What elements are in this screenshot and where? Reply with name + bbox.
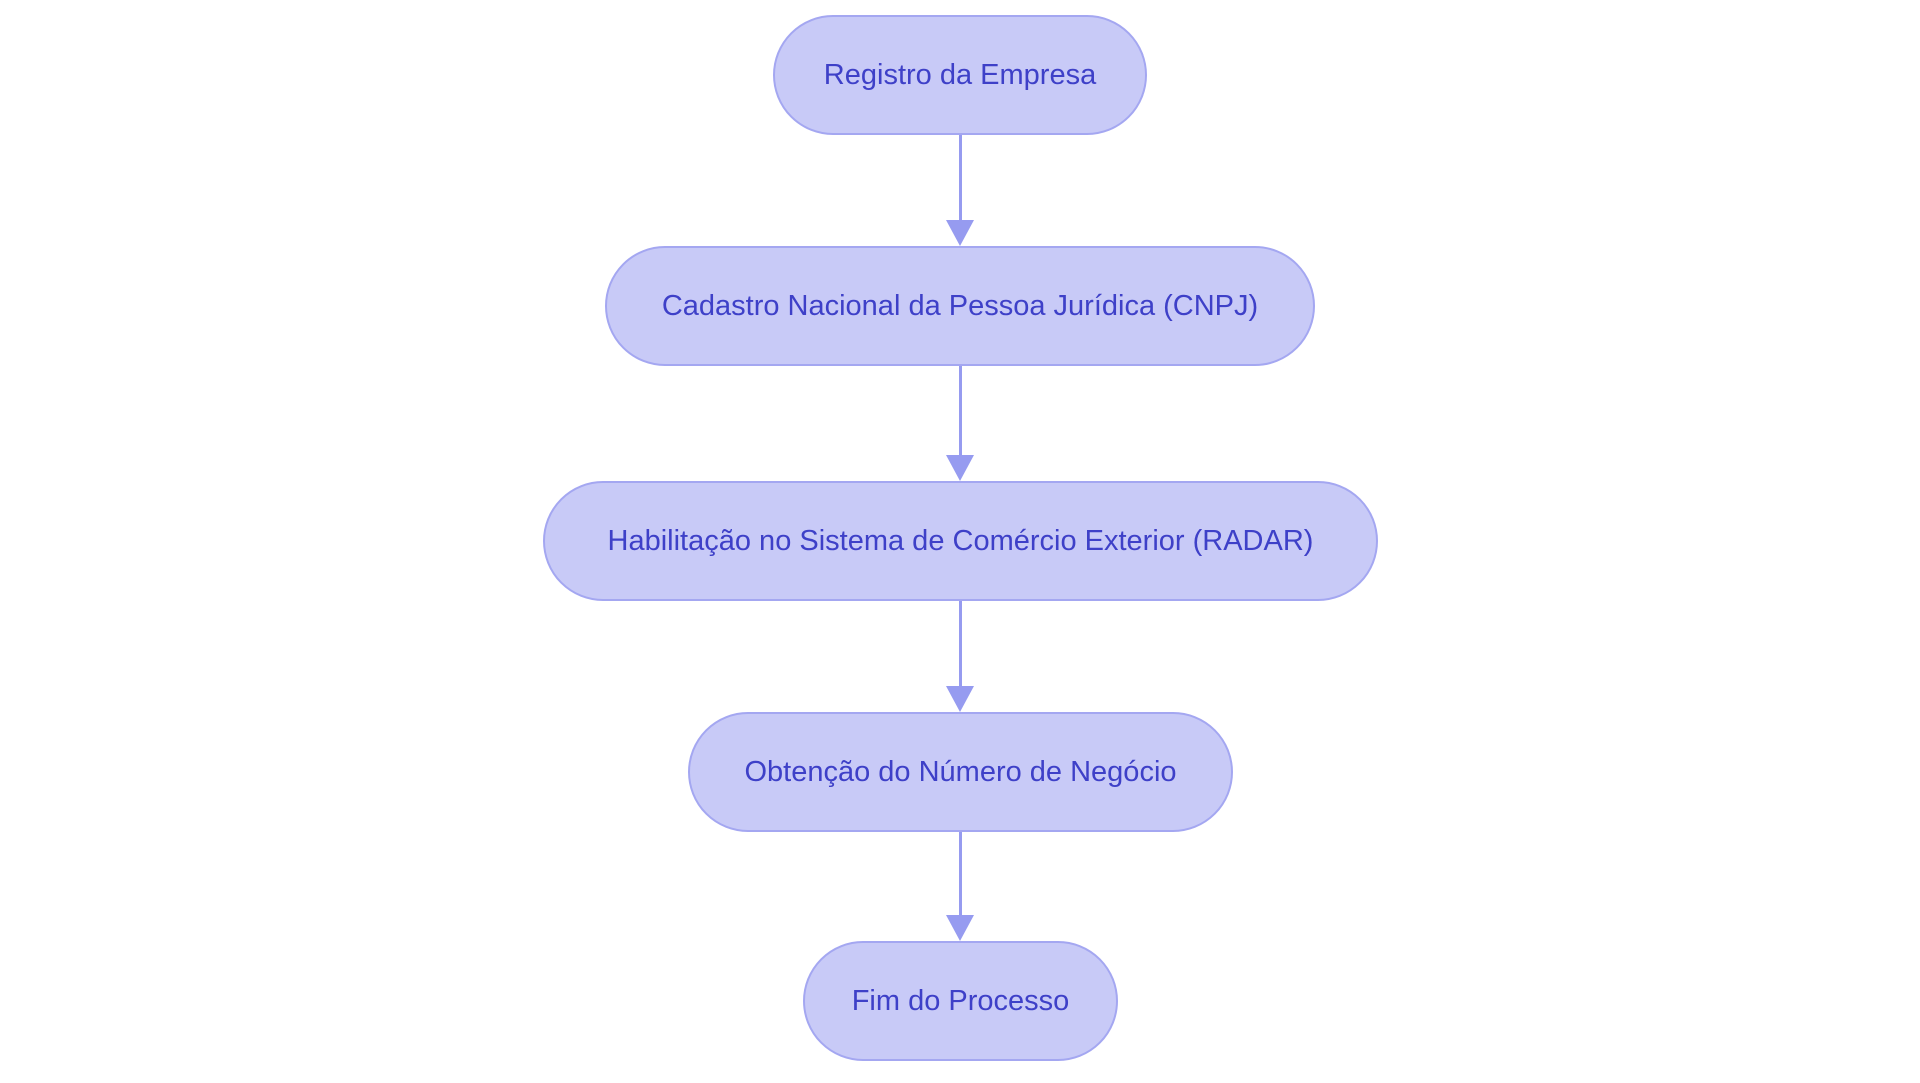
flow-node-numero-de-negocio: Obtenção do Número de Negócio: [688, 712, 1233, 832]
arrow-down-icon: [945, 832, 975, 941]
arrow-down-icon: [945, 366, 975, 481]
node-label: Fim do Processo: [851, 984, 1070, 1017]
arrow-down-icon: [945, 135, 975, 246]
node-label: Registro da Empresa: [823, 58, 1097, 91]
flow-node-radar: Habilitação no Sistema de Comércio Exter…: [543, 481, 1378, 601]
flow-node-cnpj: Cadastro Nacional da Pessoa Jurídica (CN…: [605, 246, 1315, 366]
node-label: Obtenção do Número de Negócio: [744, 755, 1177, 788]
flow-node-fim-do-processo: Fim do Processo: [803, 941, 1118, 1061]
flow-node-registro-da-empresa: Registro da Empresa: [773, 15, 1147, 135]
arrow-down-icon: [945, 601, 975, 712]
node-label: Cadastro Nacional da Pessoa Jurídica (CN…: [661, 289, 1259, 322]
node-label: Habilitação no Sistema de Comércio Exter…: [607, 524, 1314, 557]
